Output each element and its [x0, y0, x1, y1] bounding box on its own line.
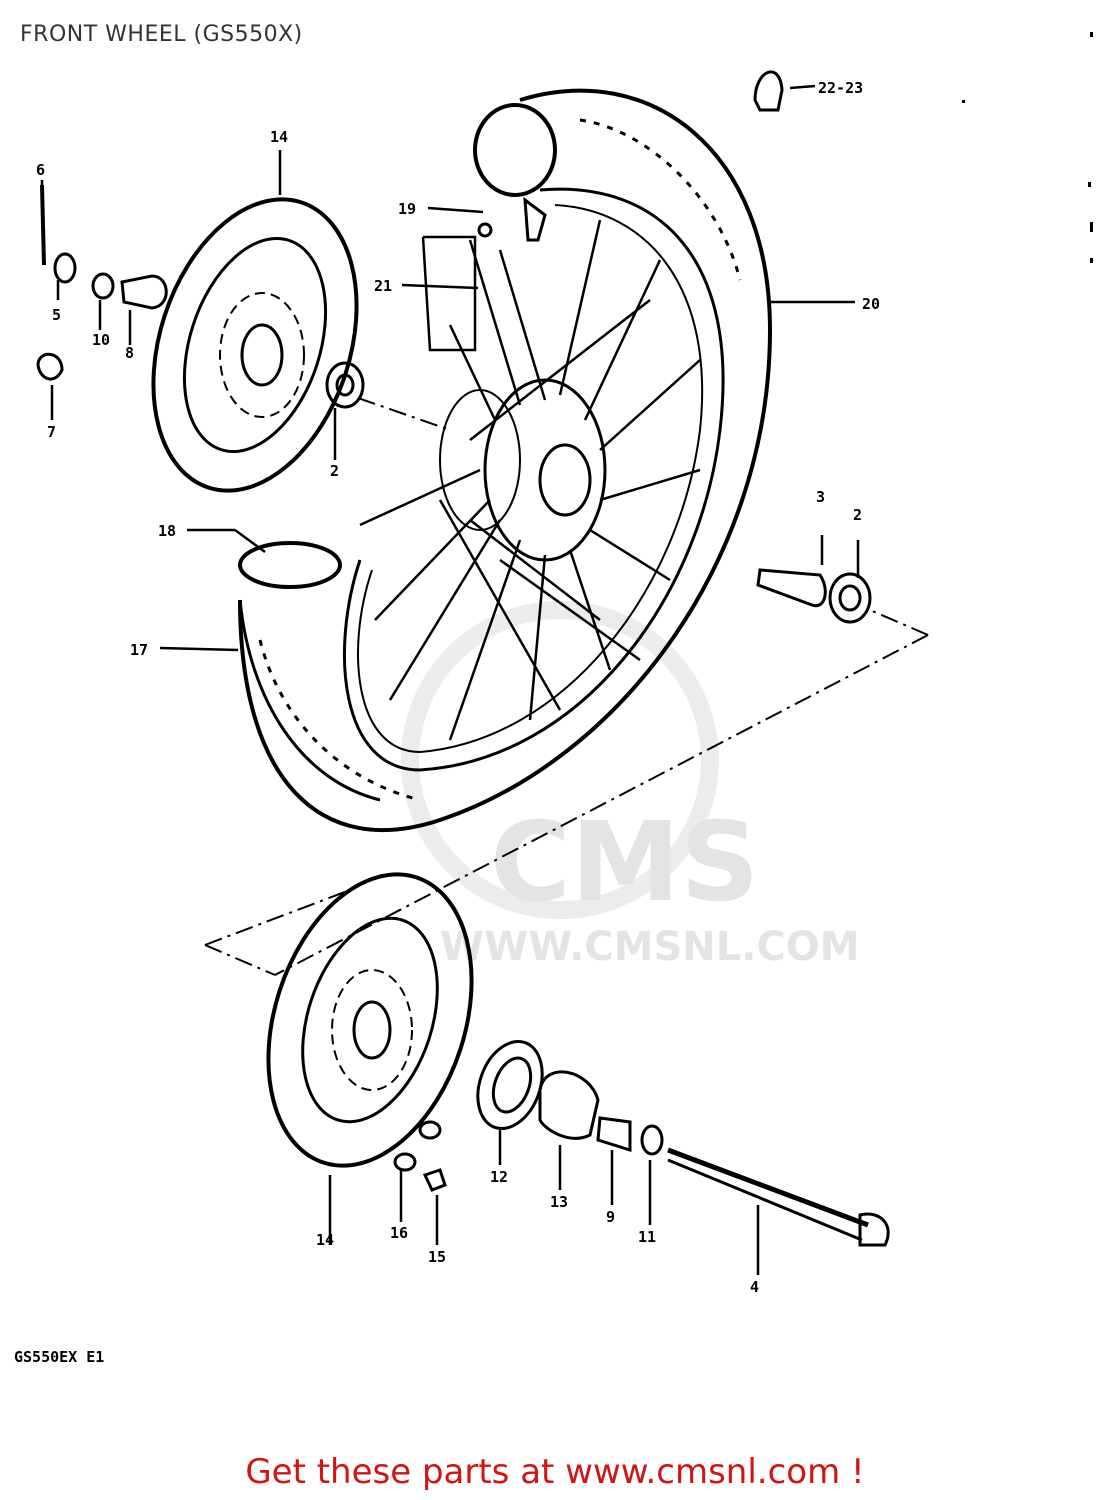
callout-10: 10 [92, 331, 110, 349]
brake-disc-upper [151, 197, 359, 493]
callout-4: 4 [750, 1278, 759, 1296]
callout-19: 19 [398, 200, 416, 218]
callout-14-upper: 14 [270, 128, 288, 146]
page-title: FRONT WHEEL (GS550X) [20, 22, 303, 47]
callout-15: 15 [428, 1248, 446, 1266]
get-parts-link[interactable]: Get these parts at www.cmsnl.com ! [245, 1452, 865, 1492]
assembly-lines [204, 397, 929, 976]
callout-13: 13 [550, 1193, 568, 1211]
model-code: GS550EX E1 [14, 1348, 105, 1366]
front-wheel [238, 88, 773, 832]
callout-2-right: 2 [853, 506, 862, 524]
callout-14-lower: 14 [316, 1231, 334, 1249]
callout-7: 7 [47, 423, 56, 441]
callout-22-23: 22-23 [818, 79, 863, 97]
callout-12: 12 [490, 1168, 508, 1186]
small-parts [36, 70, 890, 1247]
callout-20: 20 [862, 295, 880, 313]
callout-8: 8 [125, 344, 134, 362]
callout-11: 11 [638, 1228, 656, 1246]
callout-2-upper: 2 [330, 462, 339, 480]
watermark: CMS WWW.CMSNL.COM [401, 601, 860, 970]
watermark-logo: CMS [490, 798, 759, 926]
scan-specks [962, 32, 1093, 263]
callout-9: 9 [606, 1208, 615, 1226]
callout-3: 3 [816, 488, 825, 506]
brake-disc-lower [266, 872, 474, 1168]
leader-lines [40, 84, 860, 1275]
callout-21: 21 [374, 277, 392, 295]
callouts: 22-23 14 6 19 21 20 5 10 8 7 2 18 3 2 17… [36, 79, 880, 1296]
callout-17: 17 [130, 641, 148, 659]
callout-5: 5 [52, 306, 61, 324]
watermark-url: WWW.CMSNL.COM [440, 924, 860, 970]
callout-6: 6 [36, 161, 45, 179]
callout-16: 16 [390, 1224, 408, 1242]
callout-18: 18 [158, 522, 176, 540]
